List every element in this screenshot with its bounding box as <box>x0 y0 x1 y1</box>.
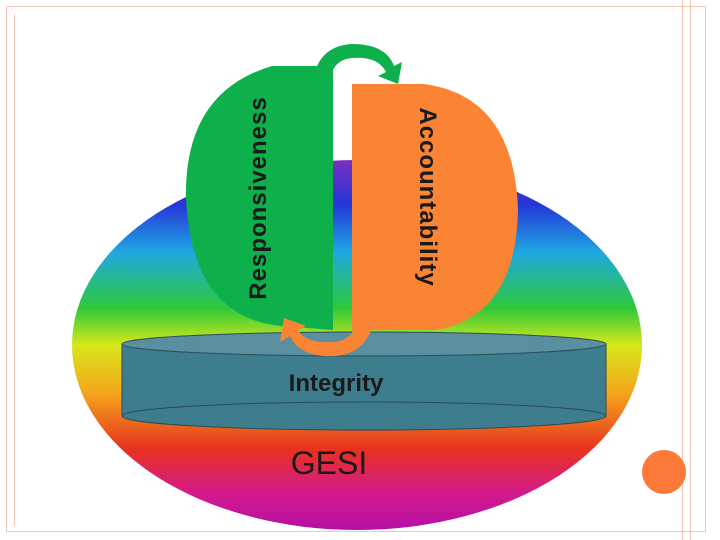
slide-frame <box>6 6 706 532</box>
responsiveness-label: Responsiveness <box>245 96 272 299</box>
accountability-label: Accountability <box>414 107 441 286</box>
accountability-shape <box>352 84 518 330</box>
gesi-label: GESI <box>291 445 367 481</box>
integrity-cylinder-bottom <box>121 401 607 431</box>
bottom-cycle-arrow <box>280 300 376 357</box>
integrity-label: Integrity <box>289 370 384 397</box>
top-cycle-arrow <box>312 44 402 86</box>
slide-frame-inner <box>14 14 700 526</box>
decorative-circle <box>642 450 686 494</box>
right-rule <box>690 0 691 540</box>
responsiveness-shape <box>185 66 333 330</box>
right-rule <box>682 0 683 540</box>
